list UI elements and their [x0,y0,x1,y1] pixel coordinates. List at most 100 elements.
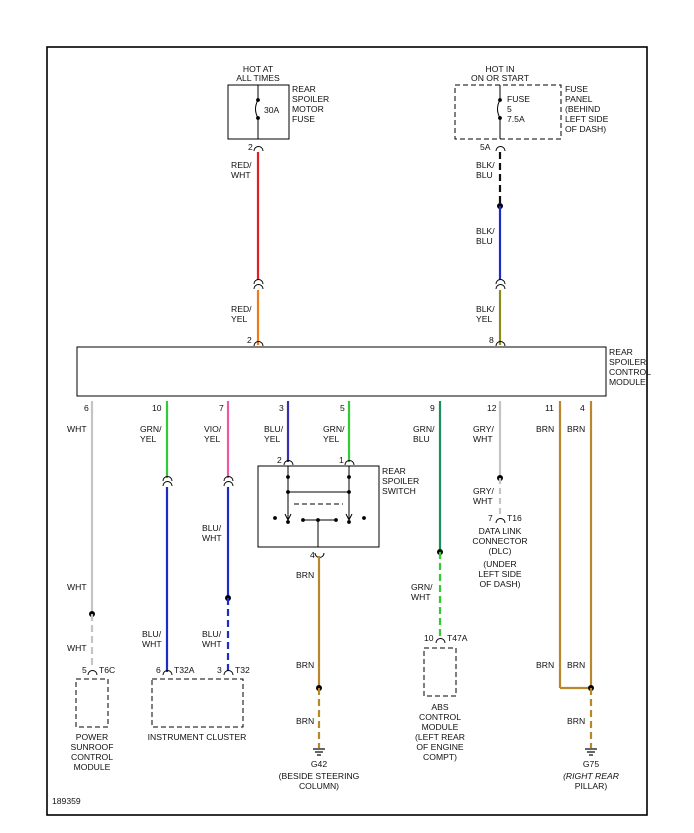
wire-label-vio-yel-1: VIO/ [204,424,222,434]
connector-inline-left [253,279,264,290]
abs-pin: 10 [424,633,434,643]
module-label-4: MODULE [609,377,646,387]
ground-g42: G42 [311,759,327,769]
wire-label-red-wht-1: RED/ [231,160,252,170]
abs-connector: T47A [447,633,468,643]
wire-label-wht-3: WHT [67,643,87,653]
cluster-pin-b: 3 [217,665,222,675]
sunroof-connector-arc [87,670,98,676]
abs-label-2: CONTROL [419,712,461,722]
wire-label-grn-yel-b-2: YEL [323,434,339,444]
wire-label-blk-yel-2: YEL [476,314,492,324]
abs-label-4: (LEFT REAR [415,732,465,742]
connector-inline-7 [223,476,234,487]
module-pin-7: 7 [219,403,224,413]
rear-spoiler-control-module [76,346,607,397]
fuse5-label-1: FUSE [507,94,530,104]
wire-label-brn-switch-3: BRN [296,716,314,726]
cluster-connector-arc-b [223,670,234,676]
fuse5-label-3: 7.5A [507,114,525,124]
wire-label-brn-switch-2: BRN [296,660,314,670]
fuse-panel-label-3: (BEHIND [565,104,600,114]
switch-out-pin: 4 [310,550,315,560]
wire-label-brn-switch-1: BRN [296,570,314,580]
wire-label-red-yel-1: RED/ [231,304,252,314]
wire-label-brn-g75: BRN [567,716,585,726]
module-pin-4: 4 [580,403,585,413]
module-pin-2: 2 [247,335,252,345]
sunroof-label-3: CONTROL [71,752,113,762]
hot-in-run-line1: HOT IN [486,64,515,74]
ground-g75-location-1: (RIGHT REAR [563,771,619,781]
wire-label-blk-blu-1a: BLK/ [476,160,495,170]
wire-label-blk-blu-1b: BLU [476,170,493,180]
wire-label-blu-wht-c-2: WHT [202,639,222,649]
connector-arc-top-left [253,146,264,152]
dlc-connector: T16 [507,513,522,523]
module-pin-3: 3 [279,403,284,413]
cluster-connector-b: T32 [235,665,250,675]
wire-label-blk-blu-2b: BLU [476,236,493,246]
wire-label-grn-blu-1: GRN/ [413,424,435,434]
wire-label-grn-wht-2: WHT [411,592,431,602]
hot-in-run-line2: ON OR START [471,73,530,83]
wire-label-blu-wht-a-2: WHT [142,639,162,649]
module-pin-6: 6 [84,403,89,413]
abs-label-3: MODULE [422,722,459,732]
wire-label-brn-4-1: BRN [567,424,585,434]
switch-contacts [273,475,366,524]
module-pin-10: 10 [152,403,162,413]
connector-inline-10 [162,476,173,487]
abs-label-1: ABS [431,702,448,712]
wire-label-blu-wht-b-2: WHT [202,533,222,543]
dlc-label-3: (DLC) [489,546,512,556]
module-pin-5: 5 [340,403,345,413]
wire-label-blk-blu-2a: BLK/ [476,226,495,236]
fuse-panel-label-2: PANEL [565,94,593,104]
wire-label-grn-wht-1: GRN/ [411,582,433,592]
spoiler-fuse-label-1: REAR [292,84,316,94]
dlc-label-6: OF DASH) [479,579,520,589]
dlc-label-1: DATA LINK [479,526,522,536]
wire-label-grn-yel-a-1: GRN/ [140,424,162,434]
wire-label-brn-11-1: BRN [536,424,554,434]
module-label-3: CONTROL [609,367,651,377]
wire-label-grn-yel-a-2: YEL [140,434,156,444]
fuse-panel-box [454,84,562,140]
sunroof-label-2: SUNROOF [71,742,114,752]
abs-module-box [423,647,457,697]
diagram-id: 189359 [52,796,81,806]
abs-label-5: OF ENGINE [416,742,464,752]
ground-g75-location-2: PILLAR) [575,781,608,791]
fuse-panel-label-4: LEFT SIDE [565,114,609,124]
spoiler-fuse-label-4: FUSE [292,114,315,124]
module-pin-9: 9 [430,403,435,413]
wire-label-blu-wht-c-1: BLU/ [202,629,222,639]
diagram-frame [46,46,648,816]
abs-connector-arc [435,638,446,644]
switch-pin-1: 1 [339,455,344,465]
wire-label-red-yel-2: YEL [231,314,247,324]
wire-label-brn-11-2: BRN [536,660,554,670]
wire-label-brn-4-2: BRN [567,660,585,670]
ground-g42-location-1: (BESIDE STEERING [279,771,360,781]
wire-label-red-wht-2: WHT [231,170,251,180]
connector-inline-right [495,279,506,290]
spoiler-fuse-label-3: MOTOR [292,104,324,114]
fuse-panel-label-1: FUSE [565,84,588,94]
switch-connector-arc-2 [283,460,294,466]
ground-symbol-g75 [585,748,597,756]
switch-pin-2: 2 [277,455,282,465]
switch-label-2: SPOILER [382,476,419,486]
wire-label-gry-wht-3: GRY/ [473,486,494,496]
sunroof-label-4: MODULE [74,762,111,772]
wire-label-grn-blu-2: BLU [413,434,430,444]
fuse-pin-2: 2 [248,142,253,152]
sunroof-pin: 5 [82,665,87,675]
wire-label-blk-yel-1: BLK/ [476,304,495,314]
module-pin-8: 8 [489,335,494,345]
wire-label-gry-wht-2: WHT [473,434,493,444]
module-pin-11: 11 [545,403,554,413]
switch-label-3: SWITCH [382,486,416,496]
